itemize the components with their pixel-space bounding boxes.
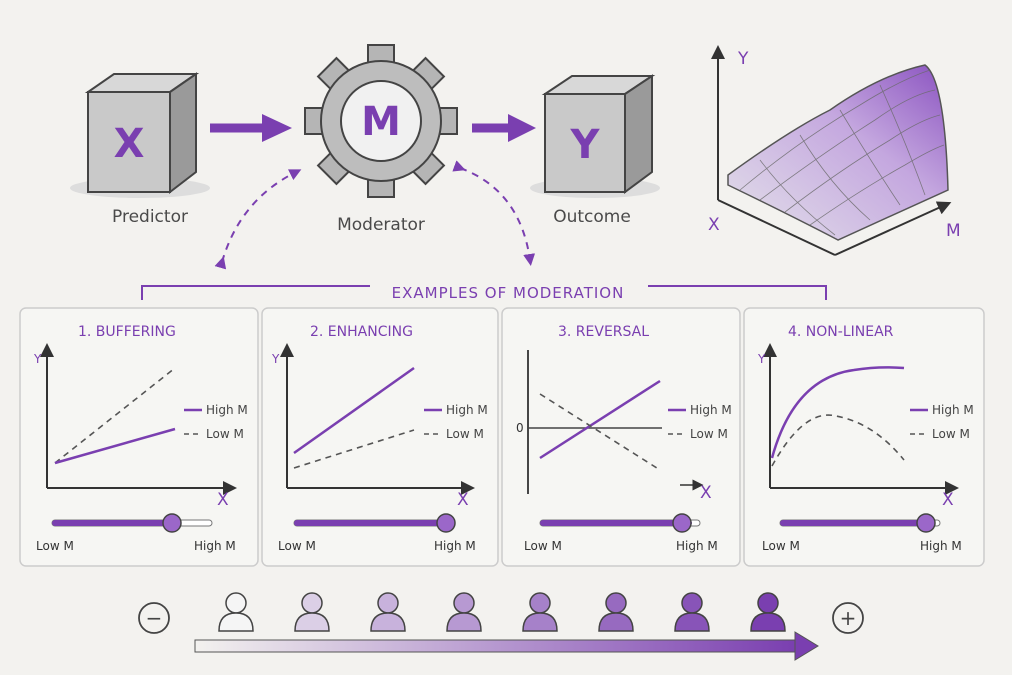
person-icon xyxy=(522,592,558,632)
predictor-label: Predictor xyxy=(112,207,188,227)
outcome-cube: Y xyxy=(530,74,660,198)
x-axis-label: X xyxy=(217,490,229,510)
interaction-surface-plot: Y X M xyxy=(708,45,961,256)
m-slider[interactable] xyxy=(293,513,456,533)
minus-button[interactable]: − xyxy=(138,602,170,634)
panel-title: 4. NON-LINEAR xyxy=(788,324,894,340)
panel-title: 3. REVERSAL xyxy=(558,324,649,340)
dashed-arrow-right xyxy=(452,160,536,266)
legend-high: High M xyxy=(932,403,974,417)
legend-low: Low M xyxy=(932,427,970,441)
panel-non-linear: 4. NON-LINEAR Y X High M Low M Low M Hig… xyxy=(743,307,985,567)
zero-label: 0 xyxy=(516,421,524,435)
y-axis-label: Y xyxy=(271,352,280,366)
person-icon xyxy=(674,592,710,632)
high-m-line xyxy=(54,427,176,465)
slider-low-label: Low M xyxy=(36,539,74,553)
surface-axis-y-label: Y xyxy=(737,49,749,69)
m-slider[interactable] xyxy=(51,513,213,533)
y-axis-label: Y xyxy=(33,352,42,366)
intensity-arrow xyxy=(194,631,819,661)
person-icon xyxy=(598,592,634,632)
low-m-line xyxy=(54,367,176,464)
surface-axis-m-label: M xyxy=(946,221,961,241)
panel-title: 2. ENHANCING xyxy=(310,324,413,340)
person-icon xyxy=(750,592,786,632)
panel-reversal: 3. REVERSAL 0 X High M Low M Low M High … xyxy=(501,307,741,567)
moderation-diagram: X Predictor M Moderator Y Outcome xyxy=(70,44,961,300)
slider-knob[interactable] xyxy=(162,513,182,533)
people-row xyxy=(218,592,786,632)
dashed-arrow-left xyxy=(214,169,302,270)
panel-enhancing: 2. ENHANCING Y X High M Low M Low M High… xyxy=(261,307,499,567)
low-m-curve xyxy=(771,414,905,467)
plus-icon: + xyxy=(840,606,857,630)
section-title: EXAMPLES OF MODERATION xyxy=(392,284,625,300)
person-icon xyxy=(218,592,254,632)
legend-low: Low M xyxy=(690,427,728,441)
surface-axis-x-label: X xyxy=(708,215,720,235)
legend-high: High M xyxy=(690,403,732,417)
slider-high-label: High M xyxy=(676,539,718,553)
slider-low-label: Low M xyxy=(762,539,800,553)
legend-high: High M xyxy=(446,403,488,417)
slider-high-label: High M xyxy=(434,539,476,553)
moderator-letter: M xyxy=(361,99,401,145)
predictor-cube: X xyxy=(70,72,210,198)
high-m-line xyxy=(539,379,661,460)
low-m-line xyxy=(293,429,415,469)
outcome-letter: Y xyxy=(570,122,601,168)
m-slider[interactable] xyxy=(539,513,701,533)
x-axis-label: X xyxy=(700,483,712,503)
panel-title: 1. BUFFERING xyxy=(78,324,176,340)
panel-buffering: 1. BUFFERING Y X High M Low M Low M High… xyxy=(19,307,259,567)
plus-button[interactable]: + xyxy=(832,602,864,634)
slider-low-label: Low M xyxy=(524,539,562,553)
bracket-left xyxy=(141,285,370,300)
slider-knob[interactable] xyxy=(672,513,692,533)
x-axis-label: X xyxy=(457,490,469,510)
low-m-line xyxy=(539,393,661,471)
slider-high-label: High M xyxy=(194,539,236,553)
predictor-letter: X xyxy=(114,121,145,167)
moderator-label: Moderator xyxy=(337,215,425,235)
legend-low: Low M xyxy=(206,427,244,441)
bracket-right xyxy=(648,285,827,300)
minus-icon: − xyxy=(146,606,163,630)
moderator-gear: M xyxy=(304,44,458,198)
legend-high: High M xyxy=(206,403,248,417)
person-icon xyxy=(446,592,482,632)
slider-knob[interactable] xyxy=(436,513,456,533)
high-m-curve xyxy=(770,366,905,459)
person-icon xyxy=(294,592,330,632)
legend-low: Low M xyxy=(446,427,484,441)
y-axis-label: Y xyxy=(757,352,766,366)
slider-low-label: Low M xyxy=(278,539,316,553)
person-icon xyxy=(370,592,406,632)
slider-high-label: High M xyxy=(920,539,962,553)
panels-area: 1. BUFFERING Y X High M Low M Low M High… xyxy=(19,307,985,661)
m-slider[interactable] xyxy=(779,513,941,533)
slider-knob[interactable] xyxy=(916,513,936,533)
x-axis-label: X xyxy=(942,490,954,510)
outcome-label: Outcome xyxy=(553,207,631,227)
high-m-line xyxy=(293,366,415,455)
